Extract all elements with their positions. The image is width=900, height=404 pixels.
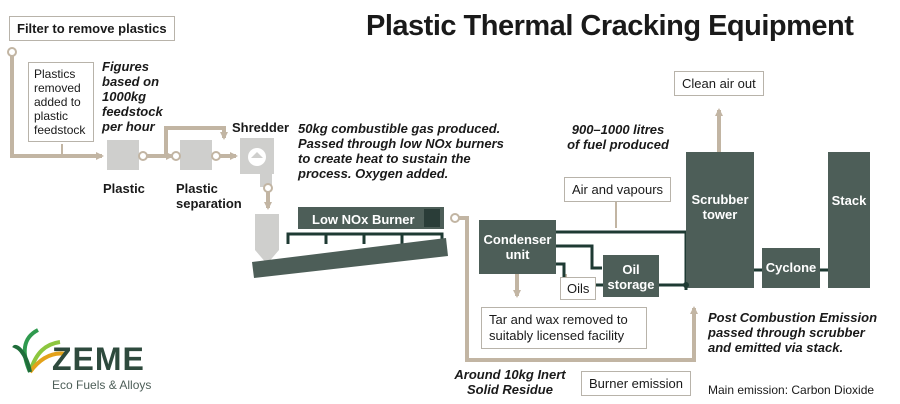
tar-wax-note: Tar and wax removed to suitably licensed… <box>481 307 647 349</box>
main-emission-note: Main emission: Carbon Dioxide <box>708 383 875 397</box>
burner-label: Low NOx Burner <box>312 212 415 227</box>
plastic-hopper <box>107 140 139 170</box>
reactor-feeder <box>255 214 279 264</box>
scrubber-tower <box>686 152 754 288</box>
oil-storage-tank <box>603 255 659 297</box>
post-combustion-note: Post Combustion Emission passed through … <box>708 310 878 355</box>
clean-air-label: Clean air out <box>674 71 764 96</box>
separation-unit <box>180 140 212 170</box>
logo-brand: ZEME <box>52 341 145 377</box>
scrubber-label: Scrubber tower <box>691 192 749 222</box>
oil-storage-label: Oil storage <box>607 262 655 292</box>
junction-dots <box>7 47 460 223</box>
zeme-leaf-icon <box>12 328 67 374</box>
plastics-removed-note: Plastics removed added to plastic feedst… <box>28 62 94 142</box>
figures-note: Figures based on 1000kg feedstock per ho… <box>102 59 163 134</box>
plastic-separation-label: Plastic separation <box>176 181 242 211</box>
logo-tagline: Eco Fuels & Alloys <box>52 378 152 392</box>
burner-bar <box>298 207 444 229</box>
stack-label: Stack <box>831 193 867 208</box>
page-title: Plastic Thermal Cracking Equipment <box>366 10 854 42</box>
burner-emission-label: Burner emission <box>581 371 691 396</box>
air-vapours-label: Air and vapours <box>564 177 672 202</box>
reactor-drum <box>252 238 448 278</box>
stack-chimney <box>828 152 870 288</box>
cyclone-label: Cyclone <box>765 260 817 275</box>
shredder-unit <box>240 138 274 187</box>
cyclone-unit <box>762 248 820 288</box>
fuel-note: 900–1000 litres of fuel produced <box>567 122 669 152</box>
material-flow-lines <box>10 52 723 362</box>
condenser-unit <box>479 220 556 274</box>
residue-note: Around 10kg Inert Solid Residue <box>454 367 566 397</box>
oils-label: Oils <box>560 277 597 300</box>
gas-note: 50kg combustible gas produced. Passed th… <box>298 121 504 181</box>
filter-label: Filter to remove plastics <box>9 16 175 41</box>
plastic-label: Plastic <box>103 181 145 196</box>
condenser-label: Condenser unit <box>483 232 552 262</box>
shredder-label: Shredder <box>232 120 290 135</box>
